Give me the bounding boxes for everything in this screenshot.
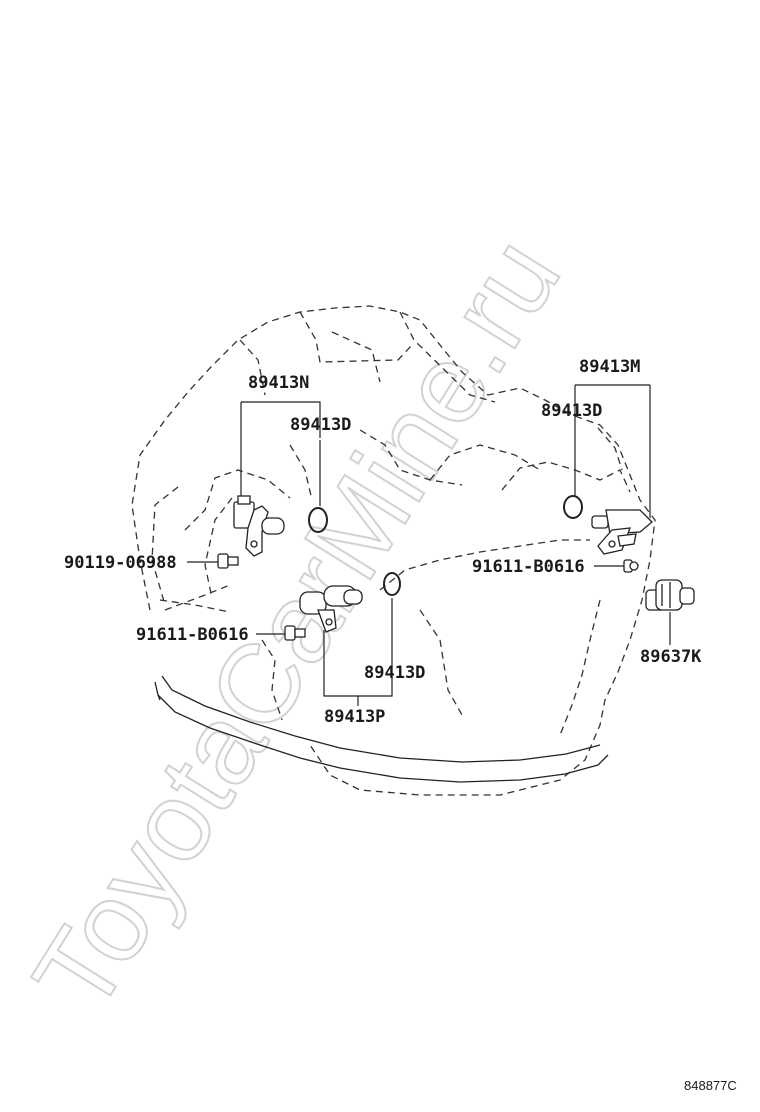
label-89413d-middle[interactable]: 89413D (364, 663, 425, 683)
label-89413d-right[interactable]: 89413D (541, 401, 602, 421)
o-ring-89413d-right[interactable] (563, 495, 583, 519)
speed-sensor-89413p[interactable] (299, 585, 363, 633)
transmission-housing-outline (131, 305, 656, 796)
watermark-text: ToyotaCarMine.ru (9, 217, 583, 1033)
label-91611-b0616-right[interactable]: 91611-B0616 (472, 557, 585, 577)
bolt-91611-b0616-right[interactable] (623, 559, 639, 573)
oil-pan-outline (154, 675, 609, 783)
leader-lines (187, 384, 671, 706)
bolt-91611-b0616-middle[interactable] (284, 625, 306, 641)
o-ring-89413d-middle[interactable] (383, 572, 401, 596)
diagram-reference-code: 848877C (684, 1078, 737, 1093)
label-91611-b0616-middle[interactable]: 91611-B0616 (136, 625, 249, 645)
part-labels: 89413N 89413D 90119-06988 91611-B0616 89… (64, 357, 702, 727)
label-89637k[interactable]: 89637K (640, 647, 702, 667)
label-89413p[interactable]: 89413P (324, 707, 385, 727)
label-89413d-left[interactable]: 89413D (290, 415, 351, 435)
bolt-90119-06988[interactable] (217, 553, 239, 569)
leader-89413n-bracket (241, 401, 321, 438)
label-90119-06988[interactable]: 90119-06988 (64, 553, 177, 573)
speed-sensor-89413n[interactable] (233, 495, 285, 557)
label-89413m[interactable]: 89413M (579, 357, 640, 377)
label-89413n[interactable]: 89413N (248, 373, 309, 393)
switch-89637k[interactable] (645, 579, 695, 611)
o-ring-89413d-left[interactable] (308, 507, 328, 533)
speed-sensor-89413m[interactable] (591, 509, 653, 555)
